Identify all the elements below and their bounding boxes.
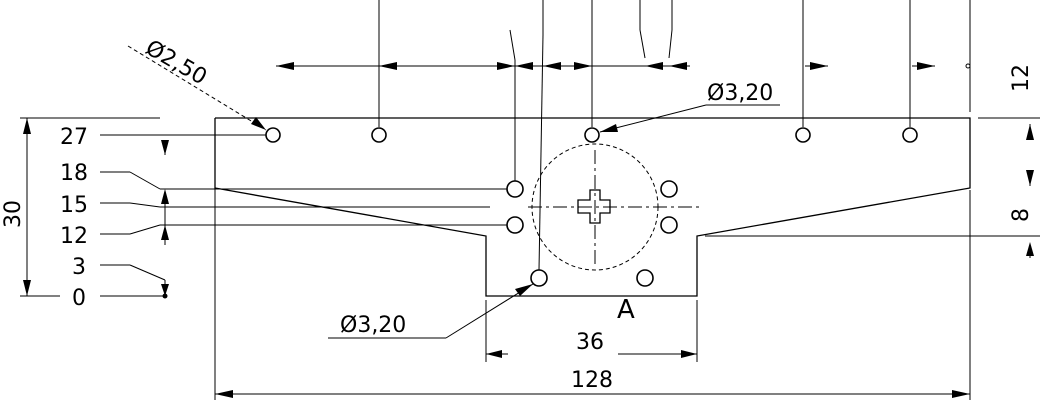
leader-dia-3-20-bottom — [328, 283, 534, 339]
label-dia-2-50: Ø2,50 — [141, 36, 211, 91]
top-dimension-line — [276, 62, 971, 70]
dim-128 — [214, 188, 971, 400]
cross-cutout — [577, 189, 611, 224]
part-outline — [214, 117, 971, 297]
section-label-a: A — [617, 295, 635, 325]
label-dia-3-20-bottom: Ø3,20 — [340, 313, 406, 338]
dim-36 — [485, 300, 698, 362]
dim-right-12 — [978, 117, 1040, 140]
leader-dia-2-50 — [127, 45, 267, 131]
ordinate-27: 27 — [60, 125, 88, 150]
label-8-right: 8 — [1009, 208, 1034, 222]
holes — [265, 127, 918, 287]
dim-30 — [20, 117, 160, 297]
central-bore-circle — [531, 143, 659, 271]
ordinate-0: 0 — [72, 286, 86, 311]
ordinate-15: 15 — [60, 193, 88, 218]
ordinate-12: 12 — [60, 224, 88, 249]
label-dia-3-20-top: Ø3,20 — [707, 81, 773, 106]
label-36: 36 — [576, 330, 604, 355]
center-lines — [528, 150, 700, 268]
dim-right-8 — [705, 170, 1040, 258]
left-ordinate-leaders — [100, 134, 507, 299]
top-extension-lines — [378, 0, 971, 271]
label-128: 128 — [571, 368, 613, 393]
leader-dia-3-20-top — [599, 104, 780, 133]
ordinate-3: 3 — [72, 255, 86, 280]
left-ordinate-labels: 27 18 15 12 3 0 — [60, 125, 88, 311]
ordinate-18: 18 — [60, 161, 88, 186]
label-30: 30 — [1, 200, 26, 228]
label-12-right: 12 — [1009, 64, 1034, 92]
